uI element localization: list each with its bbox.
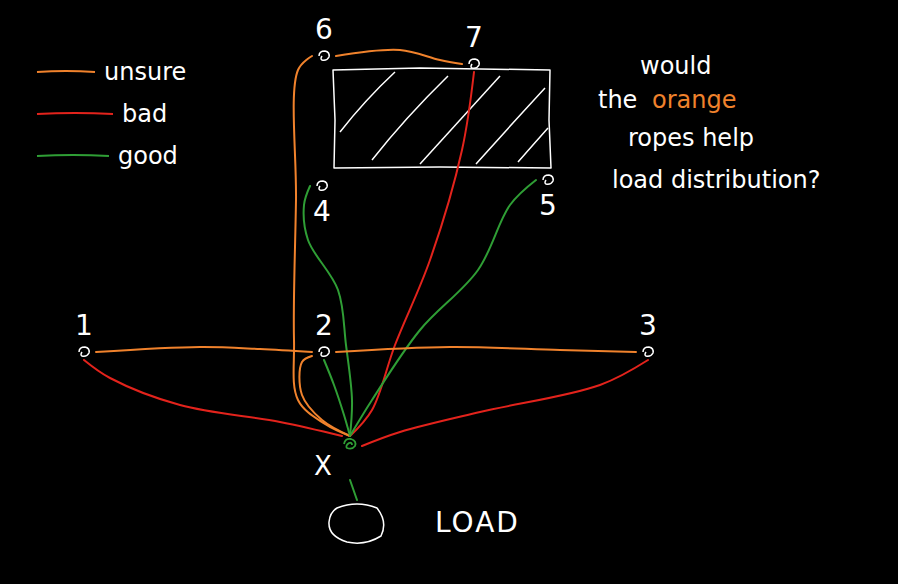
note-text: ropes help bbox=[628, 124, 754, 152]
rope bbox=[336, 347, 636, 352]
rope bbox=[324, 360, 350, 436]
anchor-point: 1 bbox=[72, 312, 96, 360]
anchor-point: 6 bbox=[312, 16, 336, 64]
legend-entry: unsure bbox=[36, 58, 186, 86]
anchor-bolt bbox=[76, 344, 92, 360]
anchor-number: 2 bbox=[315, 312, 333, 340]
hatched-block bbox=[333, 68, 551, 168]
anchor-bolt bbox=[316, 344, 332, 360]
rope bbox=[299, 356, 350, 436]
load-mass: LOAD bbox=[325, 500, 520, 546]
legend-text: bad bbox=[122, 100, 167, 128]
legend-entry: bad bbox=[36, 100, 167, 128]
note-text: load distribution? bbox=[612, 166, 820, 194]
legend-line-sample bbox=[36, 151, 110, 161]
master-label: X bbox=[314, 452, 332, 480]
anchor-bolt bbox=[314, 178, 330, 194]
rope bbox=[304, 186, 352, 436]
rope bbox=[84, 360, 342, 436]
anchor-point: 2 bbox=[312, 312, 336, 360]
anchor-number: 6 bbox=[315, 16, 333, 44]
legend-text: unsure bbox=[104, 58, 186, 86]
anchor-point: 5 bbox=[536, 172, 560, 220]
anchor-number: 5 bbox=[539, 192, 557, 220]
hatch-line bbox=[476, 88, 545, 164]
note-text: orange bbox=[652, 86, 736, 114]
master-point: X bbox=[312, 436, 362, 480]
rope bbox=[350, 72, 474, 436]
rope bbox=[350, 480, 357, 500]
anchor-point: 4 bbox=[310, 178, 334, 226]
anchor-point: 3 bbox=[636, 312, 660, 360]
anchor-number: 4 bbox=[313, 198, 331, 226]
rope bbox=[362, 360, 648, 446]
anchor-number: 3 bbox=[639, 312, 657, 340]
master-ring bbox=[342, 436, 358, 452]
rope bbox=[336, 50, 462, 64]
legend-line-sample bbox=[36, 109, 114, 119]
anchor-number: 7 bbox=[465, 24, 483, 52]
legend-line-sample bbox=[36, 67, 96, 77]
anchor-number: 1 bbox=[75, 312, 93, 340]
rope bbox=[294, 56, 350, 436]
hatch-line bbox=[518, 128, 548, 162]
load-label: LOAD bbox=[435, 508, 520, 538]
note-text: would bbox=[640, 52, 711, 80]
anchor-bolt bbox=[640, 344, 656, 360]
rope bbox=[350, 180, 536, 436]
block-outline bbox=[333, 68, 551, 168]
anchor-bolt bbox=[316, 48, 332, 64]
load-circle bbox=[325, 500, 389, 546]
legend-text: good bbox=[118, 142, 178, 170]
note-text: the bbox=[598, 86, 637, 114]
legend-entry: good bbox=[36, 142, 178, 170]
anchor-bolt bbox=[466, 56, 482, 72]
rope bbox=[96, 347, 312, 352]
hatch-line bbox=[340, 72, 395, 132]
hatch-line bbox=[372, 76, 448, 160]
anchor-bolt bbox=[540, 172, 556, 188]
anchor-point: 7 bbox=[462, 24, 486, 72]
